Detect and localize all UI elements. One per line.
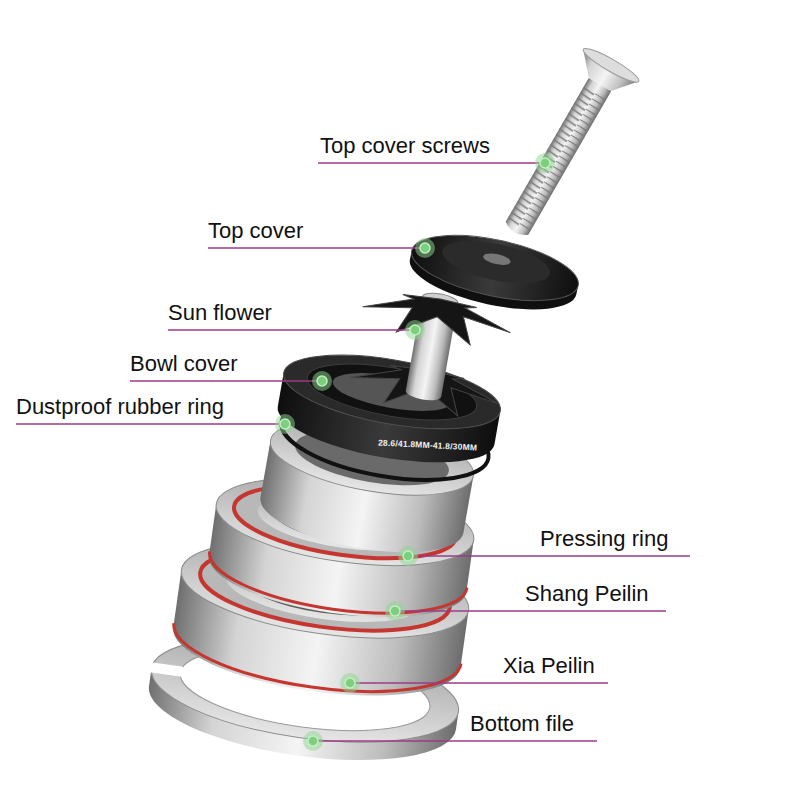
part-label: Top cover	[208, 218, 303, 244]
leader-line	[350, 682, 608, 684]
leader-line	[395, 610, 666, 612]
part-label: Top cover screws	[320, 133, 490, 159]
leader-line	[16, 423, 285, 425]
dot-halo	[303, 731, 323, 751]
dot-core	[420, 243, 430, 253]
bolt-head-top	[580, 44, 641, 86]
dot-halo	[275, 414, 295, 434]
leader-line	[408, 555, 690, 557]
dot-halo	[340, 673, 360, 693]
dot-halo	[398, 546, 418, 566]
bolt-shaft	[503, 78, 611, 239]
cap-hole	[482, 251, 511, 267]
leader-line	[208, 247, 425, 249]
cap-dome	[439, 233, 554, 291]
part-label: Bowl cover	[130, 351, 238, 377]
marker-dot	[415, 238, 435, 258]
leader-line	[318, 162, 545, 164]
dot-core	[317, 376, 327, 386]
marker-dot	[275, 414, 295, 434]
part-label: Shang Peilin	[525, 581, 649, 607]
bolt-thread	[506, 87, 606, 234]
race-slit	[148, 662, 183, 677]
marker-dot	[312, 371, 332, 391]
dot-halo	[535, 153, 555, 173]
dot-core	[280, 419, 290, 429]
bowl-cover	[272, 341, 506, 476]
leader-line	[130, 380, 322, 382]
dot-halo	[405, 320, 425, 340]
part-label: Pressing ring	[540, 526, 668, 552]
part-label: Dustproof rubber ring	[16, 394, 224, 420]
dot-core	[540, 158, 550, 168]
marker-dot	[385, 601, 405, 621]
leader-line	[313, 740, 597, 742]
marker-dot	[535, 153, 555, 173]
dot-core	[403, 551, 413, 561]
printed-marking: 28.6/41.8MM-41.8/30MM	[378, 437, 478, 452]
cap-top	[406, 223, 584, 313]
leader-lines	[16, 163, 690, 741]
marker-dot	[303, 731, 323, 751]
top-cap-bolt	[487, 44, 642, 248]
marker-dot	[405, 320, 425, 340]
part-label: Bottom file	[470, 711, 574, 737]
dot-core	[410, 325, 420, 335]
marker-dot	[340, 673, 360, 693]
dot-core	[345, 678, 355, 688]
marker-dot	[398, 546, 418, 566]
part-label: Xia Peilin	[503, 653, 595, 679]
dot-halo	[385, 601, 405, 621]
leader-line	[168, 329, 415, 331]
cover-top	[278, 341, 506, 442]
dot-core	[390, 606, 400, 616]
dot-halo	[415, 238, 435, 258]
dot-core	[308, 736, 318, 746]
dot-halo	[312, 371, 332, 391]
part-label: Sun flower	[168, 300, 272, 326]
top-cap	[404, 223, 584, 322]
